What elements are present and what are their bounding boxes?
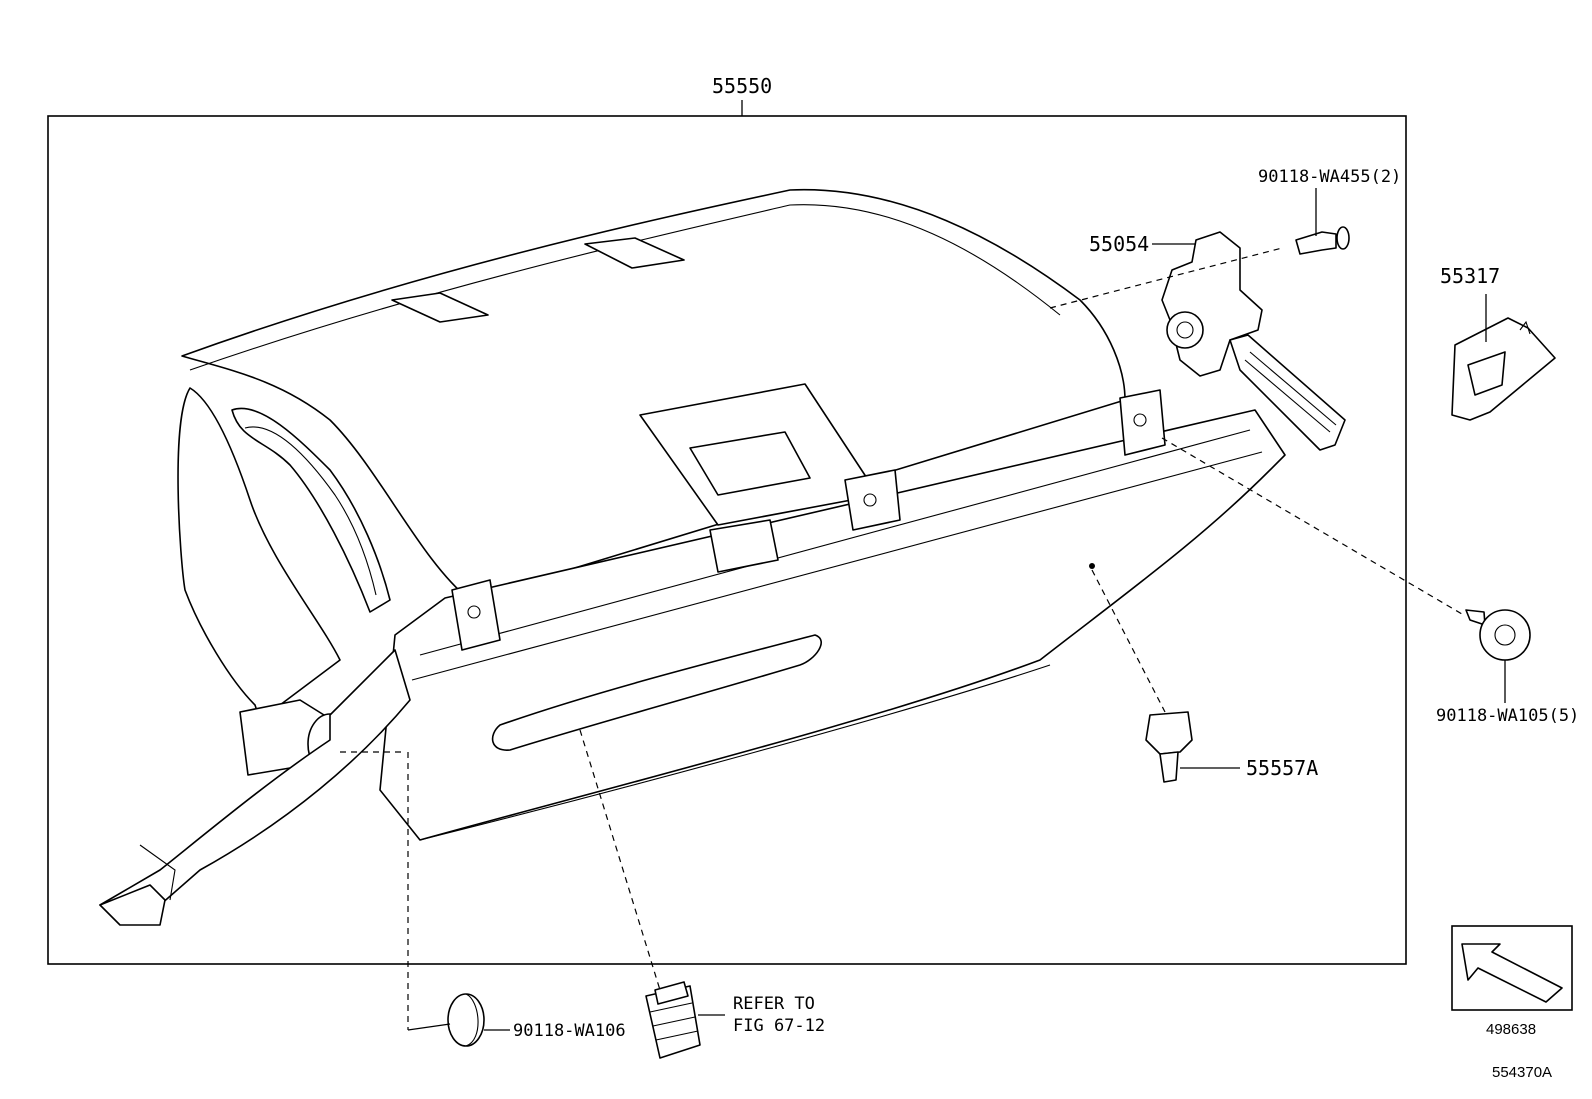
- figure-code: 554370A: [1492, 1064, 1552, 1081]
- callout-labels: 55550 55054 90118-WA455(2) 55317 90118-W…: [513, 74, 1579, 1041]
- orientation-box: 498638: [1451, 925, 1573, 1038]
- clip-right-part: [1465, 609, 1531, 661]
- callout-55550: 55550: [712, 74, 772, 98]
- clip-bottom-part: [447, 993, 485, 1047]
- callout-55054: 55054: [1089, 232, 1149, 256]
- orientation-code: 498638: [1486, 1021, 1536, 1038]
- clip-top-part: [1295, 226, 1350, 255]
- callout-refer-line1: REFER TO: [733, 994, 815, 1014]
- glove-box-body: [99, 188, 1286, 926]
- callout-55557a: 55557A: [1246, 756, 1318, 780]
- bulb-socket-part: [645, 981, 701, 1059]
- cushion-part: [1145, 711, 1193, 783]
- callout-90118-wa455: 90118-WA455(2): [1258, 167, 1401, 187]
- lock-assembly-part: [1161, 231, 1346, 451]
- orientation-arrow-icon: [1461, 943, 1563, 1003]
- assembly-frame: [47, 100, 1407, 965]
- locator-lines: [340, 247, 1463, 1030]
- leader-lines: [407, 188, 1506, 1031]
- callout-55317: 55317: [1440, 264, 1500, 288]
- callout-90118-wa105: 90118-WA105(5): [1436, 706, 1579, 726]
- callout-90118-wa106: 90118-WA106: [513, 1021, 626, 1041]
- striker-part: [1451, 317, 1556, 421]
- callout-refer-line2: FIG 67-12: [733, 1016, 825, 1036]
